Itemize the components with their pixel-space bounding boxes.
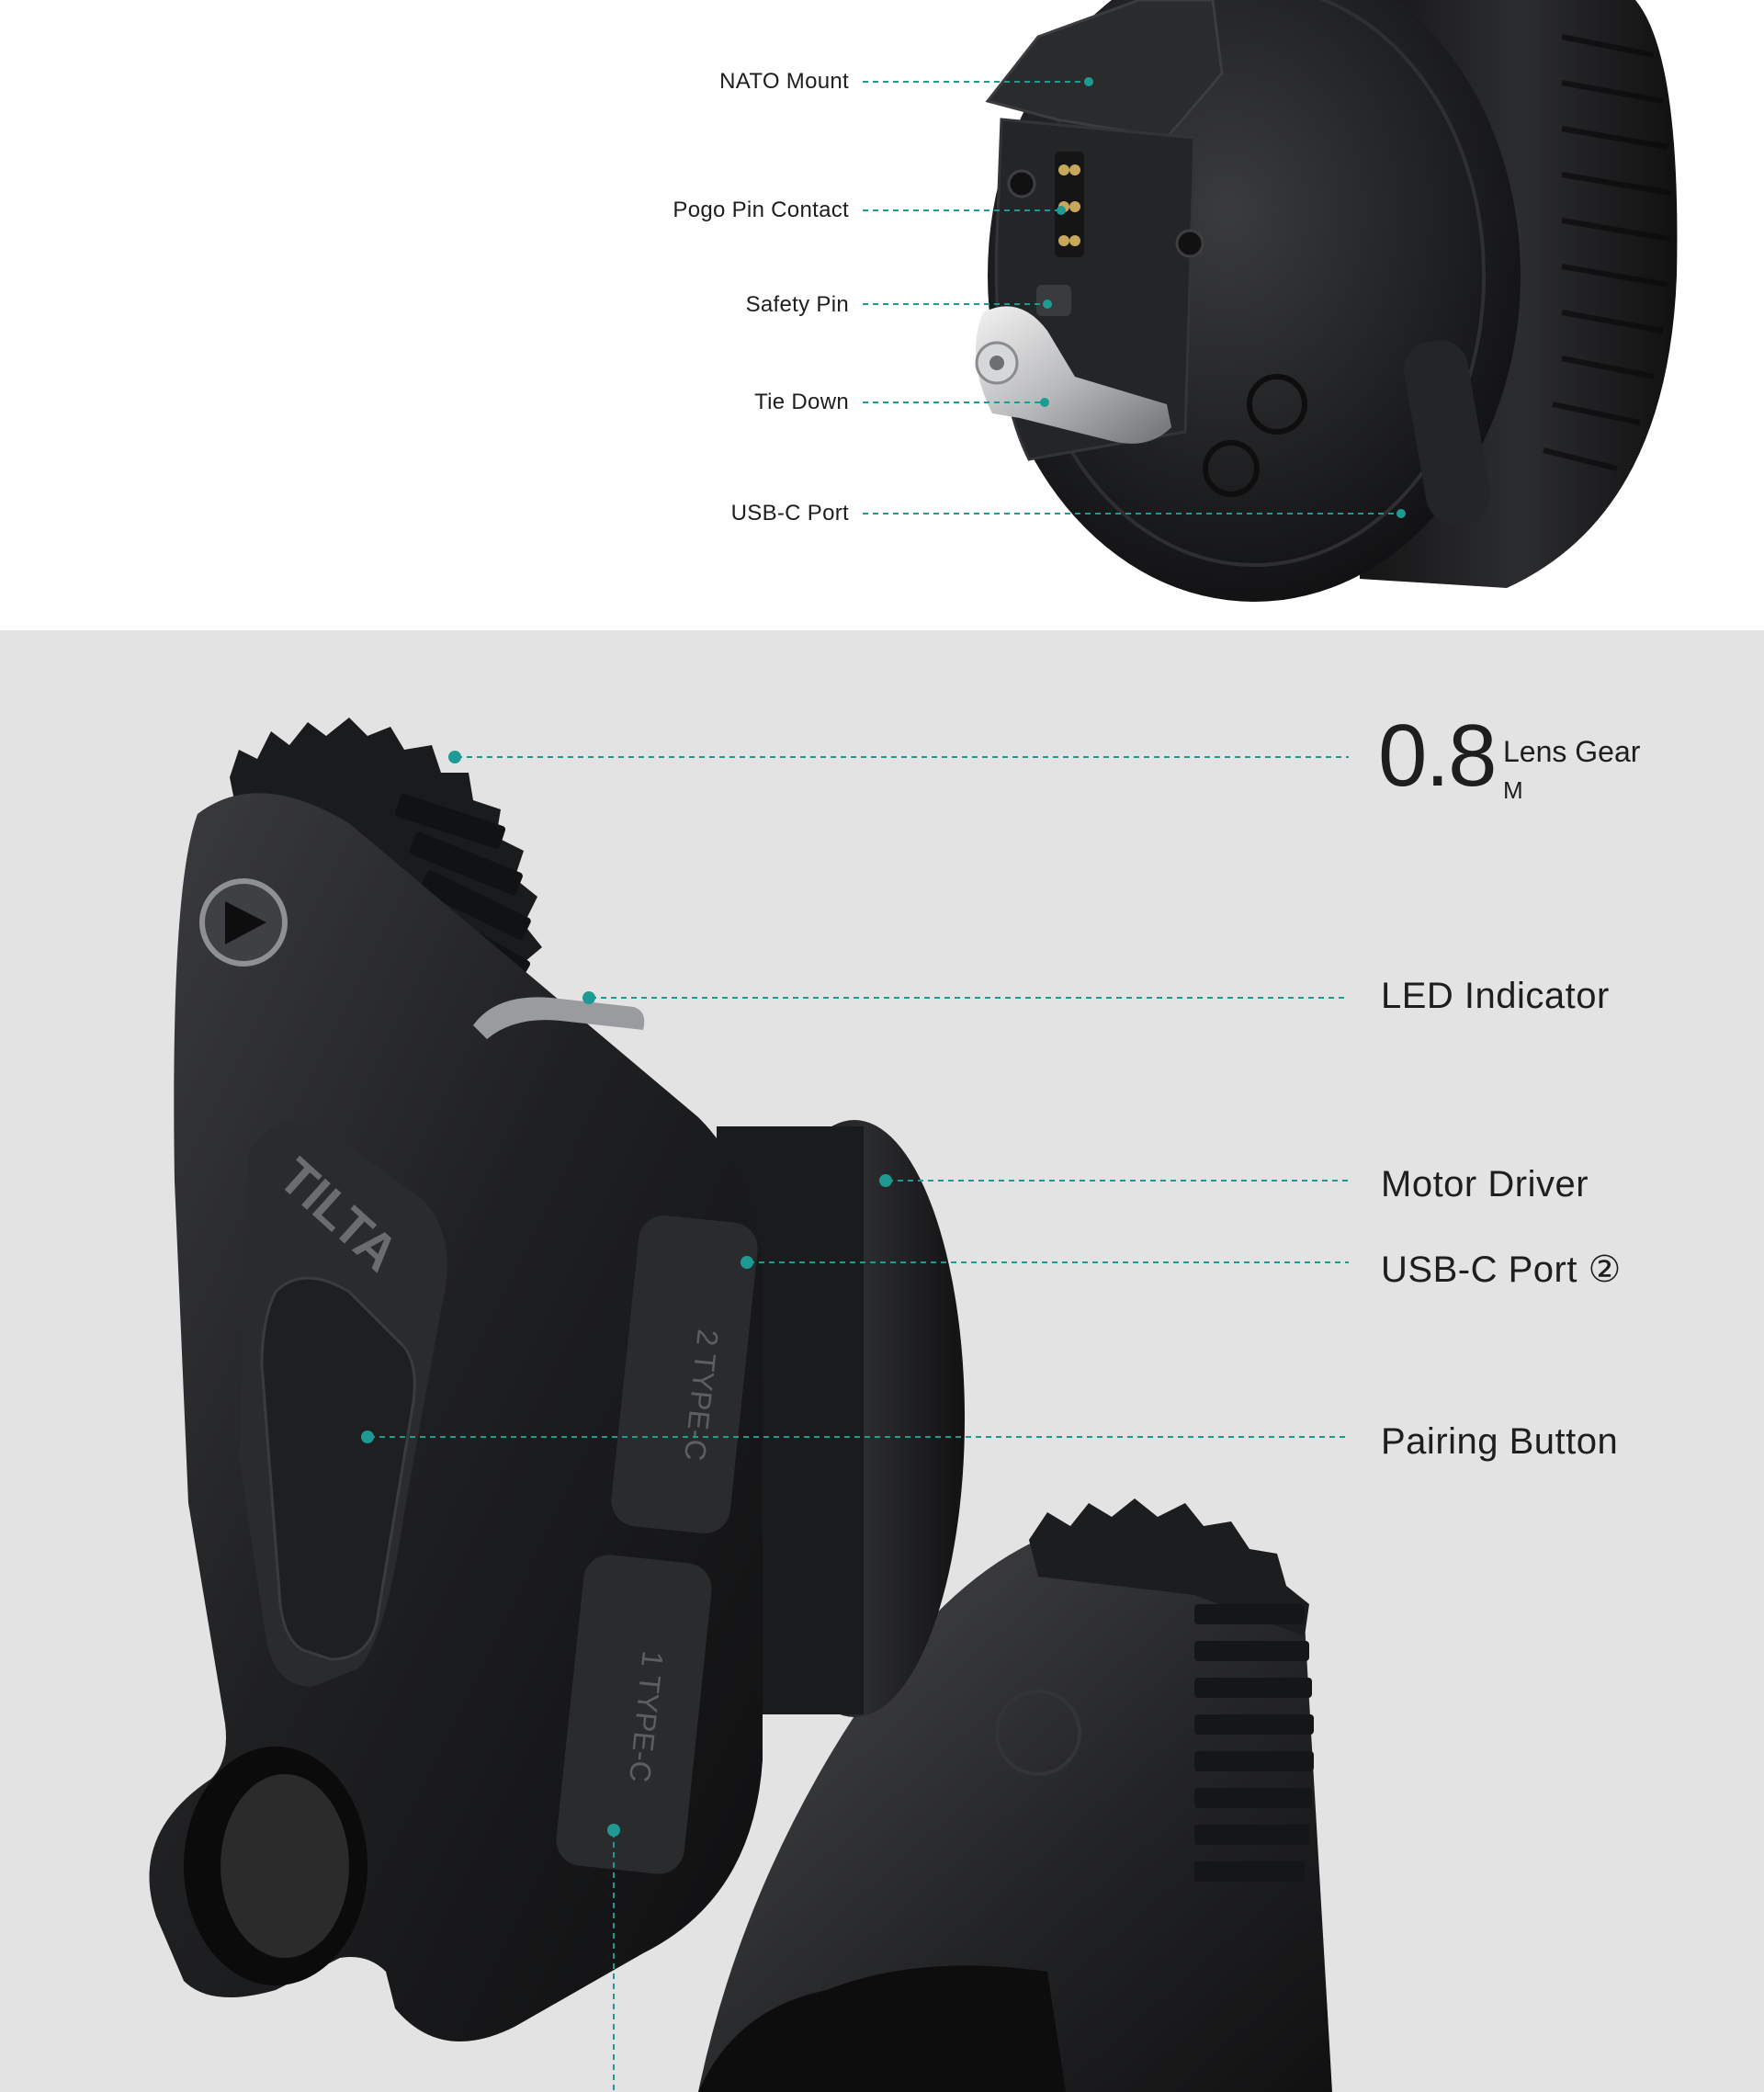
callout-led-indicator: LED Indicator bbox=[1381, 976, 1610, 1016]
usb-c-port-1-dot bbox=[607, 1824, 620, 1837]
usb-c-port-1-cover bbox=[556, 1555, 712, 1874]
usb-c-port-2-dot bbox=[741, 1256, 753, 1269]
bottom-section: TILTA 2 TYPE-C 1 TYPE-C bbox=[0, 630, 1764, 2092]
safety-pin-dot bbox=[1043, 300, 1052, 309]
callout-safety-pin: Safety Pin bbox=[745, 292, 849, 317]
lens-gear-value: 0.8 bbox=[1378, 707, 1497, 805]
pairing-button-dot bbox=[361, 1430, 374, 1443]
nato-mount bbox=[985, 0, 1224, 140]
callout-pogo-pin-contact: Pogo Pin Contact bbox=[673, 198, 849, 222]
tie-down-lever bbox=[976, 306, 1171, 444]
top-callout-lines bbox=[863, 81, 1399, 515]
pairing-button bbox=[260, 1276, 416, 1661]
motor-driver-dot bbox=[879, 1174, 892, 1187]
callout-motor-driver: Motor Driver bbox=[1381, 1164, 1589, 1204]
motor-product-illustration: TILTA 2 TYPE-C 1 TYPE-C bbox=[149, 718, 1349, 2092]
tie-down-dot bbox=[1040, 398, 1049, 407]
bottom-callout-lines bbox=[369, 756, 1349, 2092]
top-section: NATO Mount Pogo Pin Contact Safety Pin T… bbox=[0, 0, 1764, 630]
pogo-pin-contact bbox=[1055, 152, 1084, 257]
led-indicator-dot bbox=[582, 991, 595, 1004]
lens-gear-unit: M bbox=[1503, 776, 1523, 804]
callout-tie-down: Tie Down bbox=[754, 390, 849, 414]
nato-mount-dot bbox=[1084, 77, 1093, 86]
safety-pin bbox=[1036, 285, 1071, 316]
lens-gear-label: Lens Gear bbox=[1503, 735, 1641, 768]
usb-c-port-dot bbox=[1396, 509, 1406, 518]
pogo-pin-dot bbox=[1057, 206, 1066, 215]
rod-clamp bbox=[184, 1747, 368, 1985]
led-indicator bbox=[473, 997, 645, 1039]
usb-c-port-cover bbox=[1403, 340, 1491, 524]
battery-product-illustration bbox=[863, 0, 1678, 602]
callout-usb-c-port-2: USB-C Port ② bbox=[1381, 1250, 1622, 1290]
callout-nato-mount: NATO Mount bbox=[719, 69, 849, 94]
lens-gear-dot bbox=[448, 751, 461, 763]
usb-c-port-2-cover bbox=[611, 1215, 758, 1534]
callout-usb-c-port: USB-C Port bbox=[730, 501, 849, 526]
callout-pairing-button: Pairing Button bbox=[1381, 1421, 1619, 1462]
play-icon bbox=[225, 901, 266, 944]
second-motor bbox=[698, 1498, 1332, 2092]
